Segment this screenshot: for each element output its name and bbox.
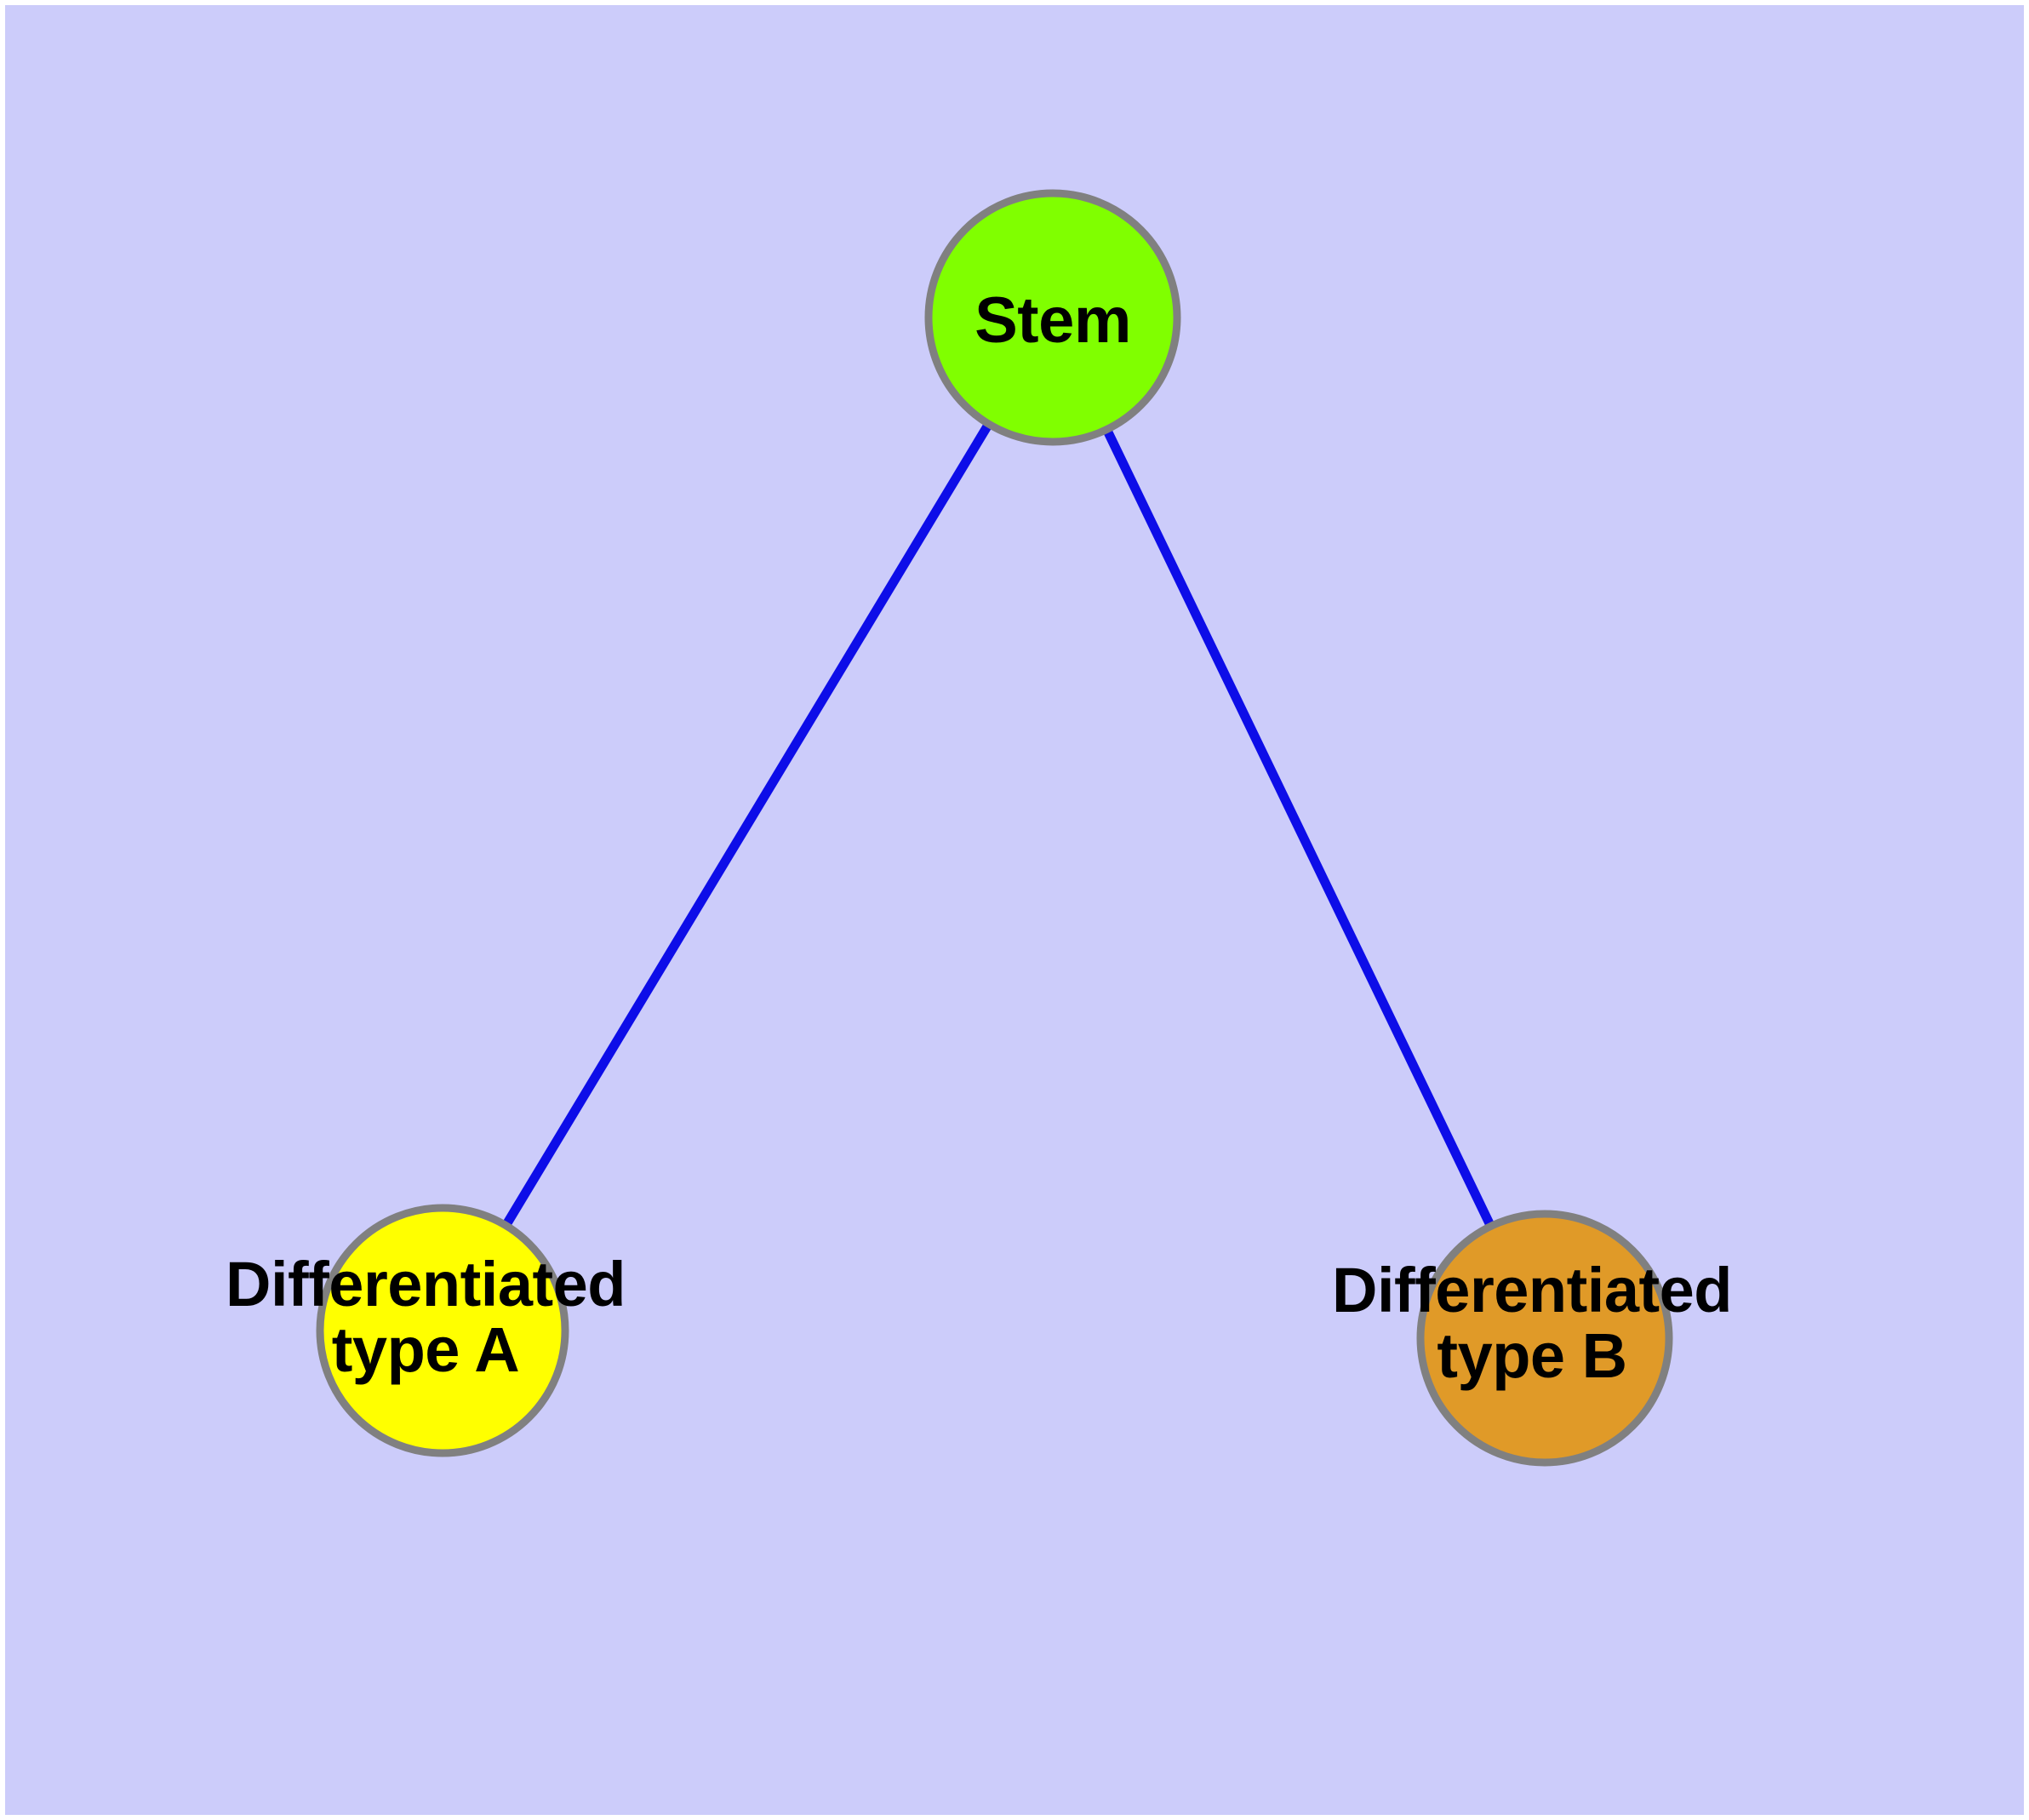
node-label-type-b-line1: Differentiated [1332, 1255, 1732, 1325]
edge-stem-to-type-a [502, 422, 992, 1228]
node-label-stem: Stem [974, 284, 1131, 357]
node-differentiated-type-a[interactable] [316, 1204, 569, 1457]
node-label-type-a-line2: type A [331, 1313, 520, 1385]
node-label-type-b-line2: type B [1437, 1319, 1627, 1391]
node-differentiated-type-b[interactable] [1416, 1210, 1673, 1467]
node-stem[interactable] [924, 189, 1181, 446]
node-label-type-a-line1: Differentiated [226, 1249, 626, 1319]
node-layer [316, 189, 1673, 1467]
edge-stem-to-type-b [1102, 428, 1495, 1228]
edge-layer [502, 422, 1495, 1228]
